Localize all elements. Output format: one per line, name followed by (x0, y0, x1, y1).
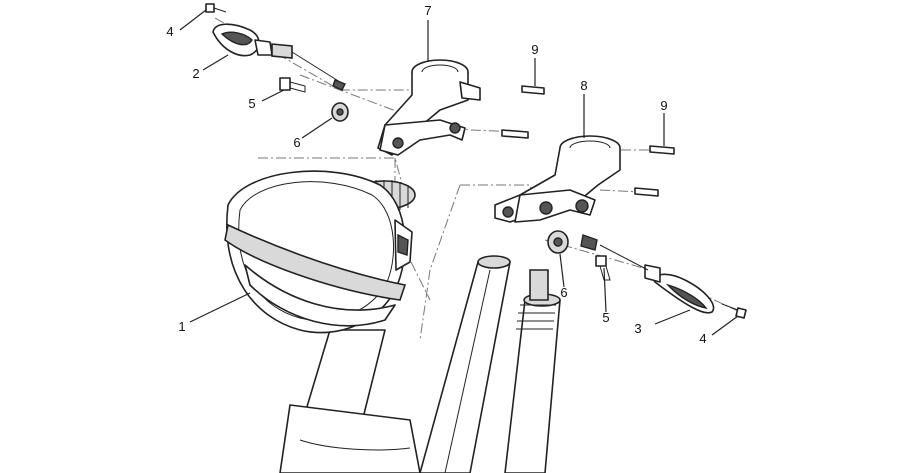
callout-1: 1 (178, 319, 185, 334)
turn-signal-left (212, 23, 346, 91)
callout-3: 3 (634, 321, 641, 336)
fasteners (205, 3, 747, 319)
callout-5-left: 5 (248, 96, 255, 111)
bracket-right (494, 135, 621, 223)
callout-4-bottom: 4 (699, 331, 706, 346)
callout-2: 2 (192, 66, 199, 81)
callout-labels: 1 2 3 4 4 5 5 6 6 7 8 9 9 (166, 3, 706, 346)
callout-6-right: 6 (560, 285, 567, 300)
fork-assembly (279, 255, 561, 473)
callout-5-right: 5 (602, 310, 609, 325)
headlight (224, 170, 416, 334)
bracket-left (377, 59, 481, 156)
leader-lines (179, 9, 739, 336)
callout-6-left: 6 (293, 135, 300, 150)
callout-9-right: 9 (660, 98, 667, 113)
turn-signal-right (580, 234, 715, 314)
callout-9-left: 9 (531, 42, 538, 57)
callout-8: 8 (580, 78, 587, 93)
callout-7: 7 (424, 3, 431, 18)
callout-4-top: 4 (166, 24, 173, 39)
